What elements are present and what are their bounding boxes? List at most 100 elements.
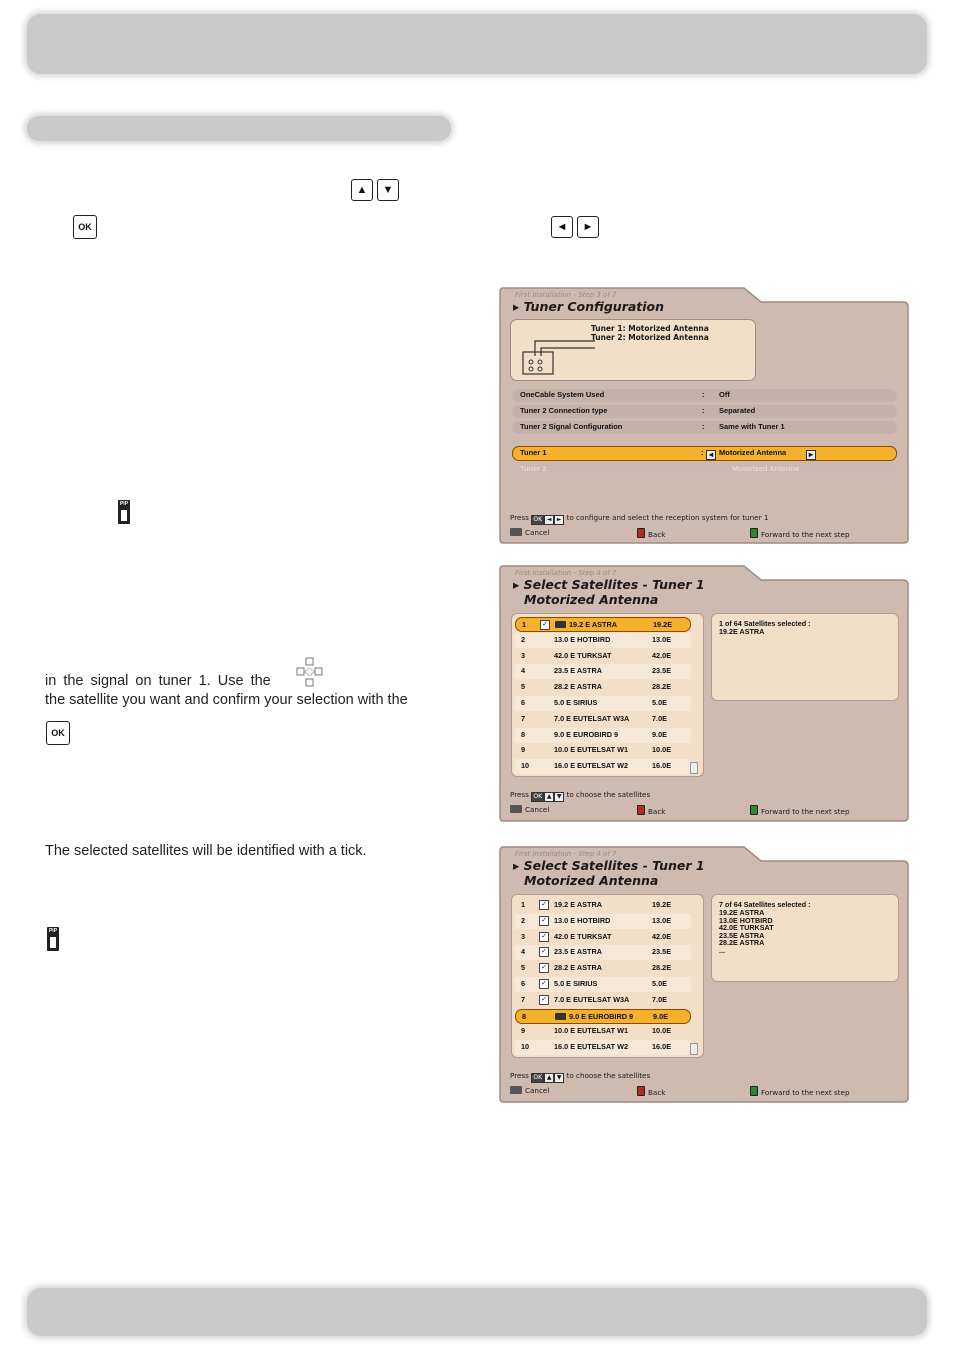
satellite-number: 8 [522,1011,527,1021]
info-line: ... [719,945,725,955]
checkbox-checked-icon[interactable]: ✓ [540,620,550,630]
left-arrow-key-icon: ◄ [551,216,573,238]
step-label: First Installation - Step 4 of 7 [515,569,617,577]
satellite-number: 4 [521,947,526,957]
satellite-row[interactable]: 2 ✓ 13.0 E HOTBIRD 13.0E [515,913,691,929]
exit-key-icon [510,1086,522,1094]
up-icon: ▲ [544,792,555,802]
satellite-number: 5 [521,963,526,973]
satellite-number: 2 [521,915,526,925]
page-header-bar [27,14,927,74]
satellite-name: 28.2 E ASTRA [554,963,602,973]
satellite-position: 19.2E [652,900,672,909]
ok-badge-icon [555,1012,566,1020]
satellite-position: 16.0E [652,1042,672,1052]
select-satellites-screen-2: First Installation - Step 4 of 7 ▸ Selec… [499,845,909,1103]
satellite-name: 13.0 E HOTBIRD [554,915,611,925]
checkbox-checked-icon[interactable]: ✓ [539,979,549,989]
cancel-hint: Cancel [510,528,549,537]
satellite-row[interactable]: 4 ✓ 23.5 E ASTRA 23.5E [515,945,691,961]
select-satellites-screen-1: First Installation - Step 4 of 7 ▸ Selec… [499,564,909,822]
satellite-number: 6 [521,698,526,707]
satellite-position: 13.0E [652,634,672,644]
satellite-name: 16.0 E EUTELSAT W2 [554,1042,629,1052]
instruction-line-3: The selected satellites will be identifi… [45,843,367,859]
info-header: 7 of 64 Satellites selected : [719,900,811,909]
ok-icon: OK [531,515,545,525]
satellite-name: 19.2 E ASTRA [569,620,617,629]
checkbox-checked-icon[interactable]: ✓ [539,947,549,958]
satellite-name: 5.0 E SIRIUS [554,698,598,707]
setting-row-tuner1[interactable]: Tuner 1: ◄ Motorized Antenna ► [512,446,897,461]
ok-key-icon-2: OK [46,721,70,745]
setting-row-signal-config[interactable]: Tuner 2 Signal Configuration:Same with T… [512,421,897,434]
satellite-position: 16.0E [652,761,672,771]
right-arrow-icon: ► [806,450,816,460]
satellite-number: 7 [521,994,526,1004]
satellite-number: 6 [521,979,526,988]
scrollbar[interactable] [690,1043,698,1055]
satellite-number: 2 [521,634,526,644]
navigation-pad-icon [296,657,323,687]
satellite-position: 13.0E [652,915,672,925]
red-key-icon [637,805,645,815]
satellite-position: 9.0E [652,729,668,739]
checkbox-checked-icon[interactable]: ✓ [539,963,549,974]
checkbox-checked-icon[interactable]: ✓ [539,900,549,910]
screen-subtitle: Motorized Antenna [524,873,659,888]
satellite-position: 23.5E [652,666,672,676]
satellite-position: 10.0E [652,745,672,755]
help-line: Press OK▲▼ to choose the satellites [510,1071,651,1083]
up-icon: ▲ [544,1073,555,1083]
setting-row-connection-type[interactable]: Tuner 2 Connection type:Separated [512,405,897,418]
checkbox-checked-icon[interactable]: ✓ [539,994,549,1005]
green-key-icon [750,805,758,815]
pip-key-icon-2: PIP [47,927,59,951]
tuner-connection-diagram-icon [522,340,595,375]
scrollbar[interactable] [690,762,698,774]
pip-key-icon: PIP [118,500,130,524]
screen-title: ▸ Select Satellites - Tuner 1 [513,577,705,592]
satellite-name: 16.0 E EUTELSAT W2 [554,761,629,771]
satellite-position: 7.0E [652,713,668,723]
green-key-icon [750,1086,758,1096]
forward-hint: Forward to the next step [750,805,850,816]
checkbox-checked-icon[interactable]: ✓ [539,931,549,942]
satellite-position: 19.2E [653,620,673,629]
info-line: 13.0E HOTBIRD [719,915,773,925]
down-arrow-key-icon: ▼ [377,179,399,201]
satellite-position: 23.5E [652,947,672,957]
step-label: First Installation - Step 3 of 7 [515,291,617,299]
satellite-number: 3 [521,931,526,941]
satellite-number: 9 [521,745,526,755]
left-arrow-icon: ◄ [706,450,716,460]
checkbox-checked-icon[interactable]: ✓ [539,915,549,926]
satellite-number: 3 [521,650,526,660]
ok-icon: OK [531,792,545,802]
left-icon: ◄ [544,515,555,525]
setting-row-onecable[interactable]: OneCable System Used:Off [512,389,897,402]
exit-key-icon [510,528,522,536]
info-line: 19.2E ASTRA [719,908,765,917]
satellite-name: 23.5 E ASTRA [554,947,602,957]
